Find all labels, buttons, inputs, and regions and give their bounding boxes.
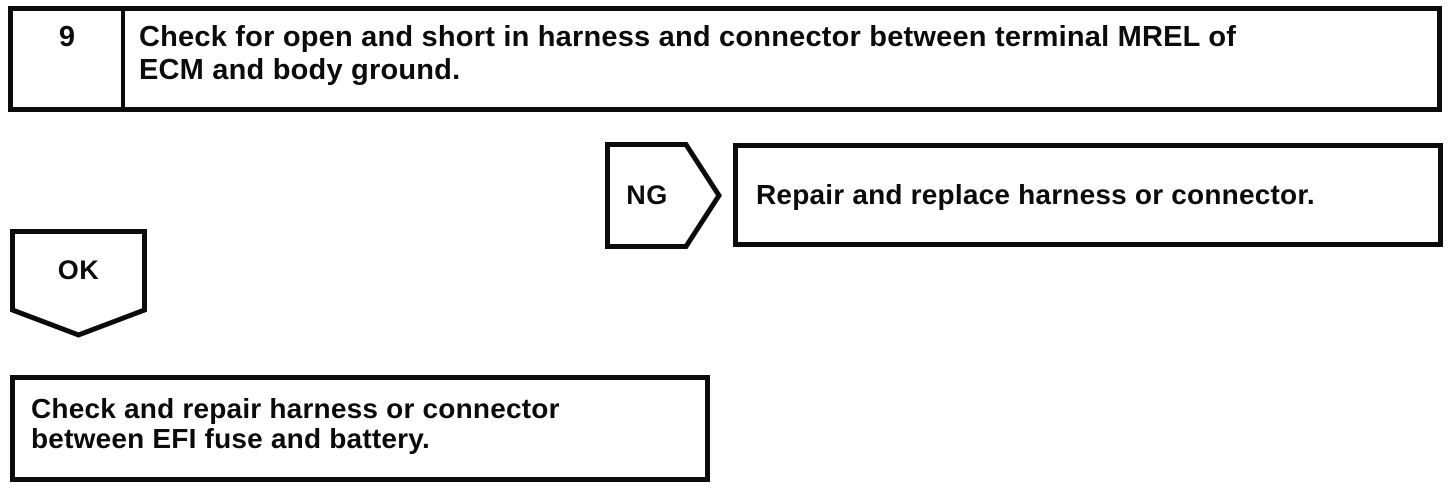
- step-number: 9: [13, 11, 125, 107]
- ok-action-line-1: Check and repair harness or connector: [31, 393, 560, 424]
- ok-arrow: OK: [10, 229, 147, 338]
- ok-action-line-2: between EFI fuse and battery.: [31, 423, 430, 454]
- ok-label: OK: [57, 254, 100, 285]
- step-instruction-line-2: ECM and body ground.: [139, 54, 461, 86]
- step-instruction-line-1: Check for open and short in harness and …: [139, 21, 1237, 53]
- ng-action-box: Repair and replace harness or connector.: [733, 143, 1443, 247]
- ok-action-box: Check and repair harness or connector be…: [10, 375, 710, 482]
- step-box: 9 Check for open and short in harness an…: [8, 6, 1442, 112]
- ng-pentagon-icon: [605, 142, 722, 249]
- ng-action-text: Repair and replace harness or connector.: [756, 179, 1315, 210]
- step-instruction: Check for open and short in harness and …: [125, 11, 1437, 107]
- ng-arrow: NG: [605, 142, 722, 249]
- ok-pentagon-icon: [10, 229, 147, 338]
- ng-label: NG: [626, 180, 668, 210]
